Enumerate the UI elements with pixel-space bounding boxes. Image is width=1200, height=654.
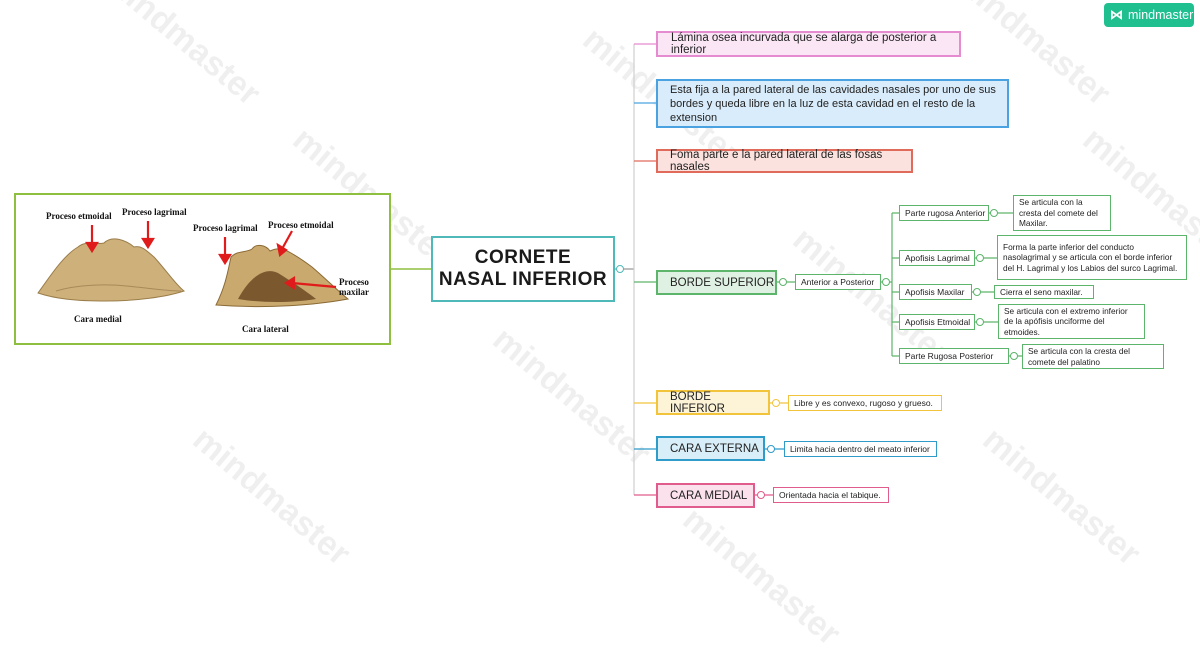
subtopic-cara-medial-desc[interactable]: Orientada hacia el tabique. [773,487,889,503]
subtopic-cara-externa-text: Limita hacia dentro del meato inferior [790,444,930,454]
subtopic-apofisis-lagrimal[interactable]: Apofisis Lagrimal [899,250,975,266]
central-topic-line2: NASAL INFERIOR [438,269,608,290]
branch-borde-superior[interactable]: BORDE SUPERIOR [656,270,777,295]
detail-text: Se articula con la cresta del comete del… [1019,197,1098,229]
subtopic-anterior-posterior[interactable]: Anterior a Posterior [795,274,881,290]
detail-apofisis-lagrimal[interactable]: Forma la parte inferior del conducto nas… [997,235,1187,280]
detail-text: Cierra el seno maxilar. [1000,287,1083,297]
subtopic-borde-inferior-text: Libre y es convexo, rugoso y grueso. [794,398,933,408]
branch-borde-inferior[interactable]: BORDE INFERIOR [656,390,770,415]
turbinate-image-panel: Proceso etmoidal Proceso lagrimal Proces… [14,193,391,345]
label-cara-medial: Cara medial [74,314,122,324]
label-proceso-maxilar: Proceso maxilar [339,277,369,297]
central-topic-line1: CORNETE [474,247,572,268]
subtopic-apofisis-maxilar[interactable]: Apofisis Maxilar [899,284,972,300]
subtopic-cara-medial-text: Orientada hacia el tabique. [779,490,881,500]
detail-parte-rugosa-anterior[interactable]: Se articula con la cresta del comete del… [1013,195,1111,231]
detail-text: Se articula con la cresta del comete del… [1028,346,1130,367]
branch-pared-lateral-fosas-text: Foma parte e la pared lateral de las fos… [670,149,883,173]
subtopic-label: Apofisis Lagrimal [905,253,970,263]
detail-text: Se articula con el extremo inferior de l… [1004,305,1128,337]
subtopic-label: Apofisis Etmoidal [905,317,971,327]
subtopic-anterior-posterior-text: Anterior a Posterior [801,277,875,287]
label-proceso-lagrimal-left: Proceso lagrimal [122,207,187,217]
mindmaster-logo[interactable]: ⋈ mindmaster [1104,3,1194,27]
mindmaster-logo-icon: ⋈ [1110,7,1123,22]
detail-parte-rugosa-posterior[interactable]: Se articula con la cresta del comete del… [1022,344,1164,369]
central-topic[interactable]: CORNETE NASAL INFERIOR [431,236,615,302]
branch-borde-superior-text: BORDE SUPERIOR [670,276,775,289]
detail-apofisis-maxilar[interactable]: Cierra el seno maxilar. [994,285,1094,299]
subtopic-apofisis-etmoidal[interactable]: Apofisis Etmoidal [899,314,975,330]
mindmaster-logo-text: mindmaster [1128,8,1194,22]
subtopic-label: Apofisis Maxilar [905,287,965,297]
branch-lamina-osea[interactable]: Lámina osea incurvada que se alarga de p… [656,31,961,57]
branch-borde-inferior-text: BORDE INFERIOR [670,390,725,415]
branch-cara-medial[interactable]: CARA MEDIAL [656,483,755,508]
label-proceso-etmoidal-right: Proceso etmoidal [268,220,334,230]
subtopic-borde-inferior-desc[interactable]: Libre y es convexo, rugoso y grueso. [788,395,942,411]
branch-pared-lateral-fosas[interactable]: Foma parte e la pared lateral de las fos… [656,149,913,173]
subtopic-cara-externa-desc[interactable]: Limita hacia dentro del meato inferior [784,441,937,457]
label-cara-lateral: Cara lateral [242,324,289,334]
label-proceso-etmoidal-left: Proceso etmoidal [46,211,112,221]
turbinate-illustration [37,221,350,308]
subtopic-label: Parte rugosa Anterior [905,208,986,218]
label-proceso-lagrimal-right: Proceso lagrimal [193,223,258,233]
connector-lines [391,43,1022,499]
detail-text: Forma la parte inferior del conducto nas… [1003,241,1178,273]
subtopic-parte-rugosa-anterior[interactable]: Parte rugosa Anterior [899,205,989,221]
branch-lamina-osea-text: Lámina osea incurvada que se alarga de p… [671,32,937,56]
branch-cara-externa[interactable]: CARA EXTERNA [656,436,765,461]
branch-fija-pared-lateral[interactable]: Esta fija a la pared lateral de las cavi… [656,79,1009,128]
branch-cara-externa-text: CARA EXTERNA [670,442,759,455]
branch-fija-pared-lateral-text: Esta fija a la pared lateral de las cavi… [670,83,996,124]
detail-apofisis-etmoidal[interactable]: Se articula con el extremo inferior de l… [998,304,1145,339]
branch-cara-medial-text: CARA MEDIAL [670,489,748,502]
subtopic-parte-rugosa-posterior[interactable]: Parte Rugosa Posterior [899,348,1009,364]
subtopic-label: Parte Rugosa Posterior [905,351,994,361]
